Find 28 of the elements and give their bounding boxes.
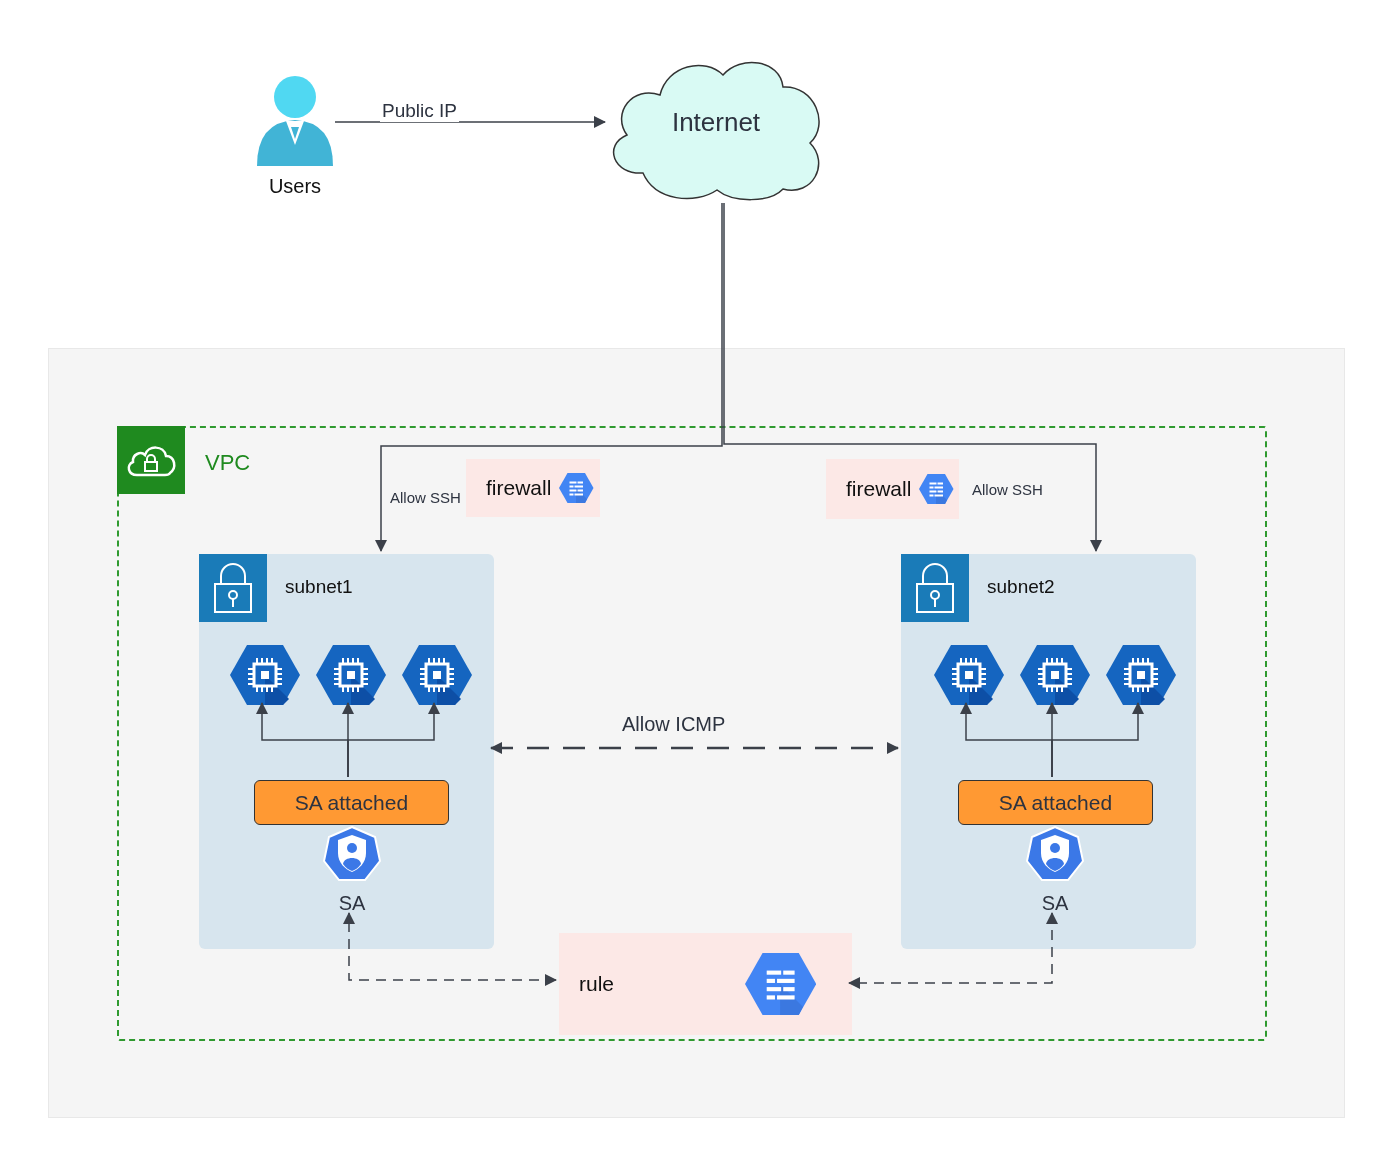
- firewall-label: firewall: [486, 476, 552, 500]
- sa-label: SA: [1041, 892, 1069, 915]
- edge-label: Allow SSH: [388, 489, 463, 506]
- rule-label: rule: [579, 970, 615, 997]
- arrow: [334, 116, 606, 128]
- user-label: Users: [268, 175, 322, 198]
- process-box: SA attached: [254, 780, 449, 825]
- subnet-label: subnet2: [987, 576, 1055, 598]
- process-box: SA attached: [958, 780, 1153, 825]
- dashed-arrow: [490, 742, 899, 754]
- platform-panel: [48, 348, 1345, 1118]
- edge-label: Allow SSH: [970, 481, 1045, 498]
- firewall-label: firewall: [846, 477, 912, 501]
- firewall-tag: [826, 459, 959, 519]
- sa-label: SA: [338, 892, 366, 915]
- subnet-label: subnet1: [285, 576, 353, 598]
- arrow: [723, 202, 1102, 552]
- vpc-boundary: [117, 426, 1267, 1041]
- cloud-label: Internet: [670, 107, 762, 138]
- arrow: [1051, 702, 1144, 778]
- dashed-arrow: [848, 912, 1058, 989]
- vpc-label: VPC: [205, 450, 251, 476]
- subnet-box: [199, 554, 494, 949]
- firewall-tag: [466, 459, 600, 517]
- arrow: [375, 202, 723, 552]
- arrow: [347, 702, 440, 778]
- dashed-arrow: [343, 912, 557, 986]
- subnet-box: [901, 554, 1196, 949]
